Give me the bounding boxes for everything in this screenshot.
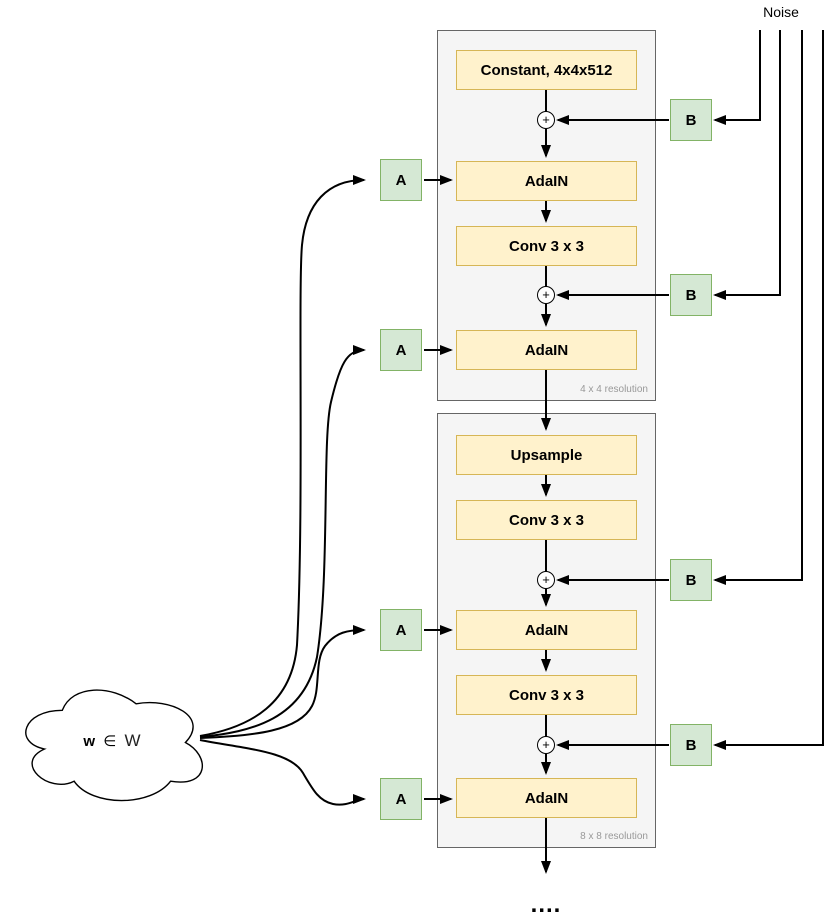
node-upsample: Upsample bbox=[456, 435, 637, 475]
plus-operator-1: + bbox=[537, 111, 555, 129]
noise-b-box-3: B bbox=[670, 559, 712, 601]
continuation-dots: .... bbox=[530, 891, 562, 918]
plus-operator-2: + bbox=[537, 286, 555, 304]
noise-b-box-2: B bbox=[670, 274, 712, 316]
latent-space-w: W bbox=[124, 731, 141, 750]
edge-w-to-a4 bbox=[199, 739, 366, 806]
edge-noise-to-b3 bbox=[713, 30, 803, 585]
edge-w-to-a3 bbox=[199, 625, 366, 739]
edge-noise-to-b4 bbox=[713, 30, 824, 750]
edge-noise-to-b2 bbox=[713, 30, 781, 300]
node-adain-4x4-2: AdaIN bbox=[456, 330, 637, 370]
node-conv-4x4: Conv 3 x 3 bbox=[456, 226, 637, 266]
node-adain-8x8-2: AdaIN bbox=[456, 778, 637, 818]
latent-cloud-label: w ∈ W bbox=[83, 731, 140, 751]
noise-b-box-1: B bbox=[670, 99, 712, 141]
plus-operator-4: + bbox=[537, 736, 555, 754]
block-4x4-caption: 4 x 4 resolution bbox=[580, 384, 648, 395]
edge-noise-to-b1 bbox=[713, 30, 761, 125]
style-a-box-1: A bbox=[380, 159, 422, 201]
block-8x8-caption: 8 x 8 resolution bbox=[580, 831, 648, 842]
noise-label: Noise bbox=[763, 4, 799, 20]
style-a-box-4: A bbox=[380, 778, 422, 820]
style-a-box-2: A bbox=[380, 329, 422, 371]
node-conv-8x8-2: Conv 3 x 3 bbox=[456, 675, 637, 715]
node-constant: Constant, 4x4x512 bbox=[456, 50, 637, 90]
element-of-symbol: ∈ bbox=[103, 733, 117, 750]
node-adain-8x8-1: AdaIN bbox=[456, 610, 637, 650]
node-adain-4x4-1: AdaIN bbox=[456, 161, 637, 201]
edge-w-to-a1 bbox=[199, 175, 366, 737]
latent-w: w bbox=[83, 733, 96, 750]
style-a-box-3: A bbox=[380, 609, 422, 651]
noise-b-box-4: B bbox=[670, 724, 712, 766]
latent-cloud-shape bbox=[25, 689, 204, 802]
edge-w-to-a2 bbox=[199, 345, 366, 738]
plus-operator-3: + bbox=[537, 571, 555, 589]
node-conv-8x8-1: Conv 3 x 3 bbox=[456, 500, 637, 540]
